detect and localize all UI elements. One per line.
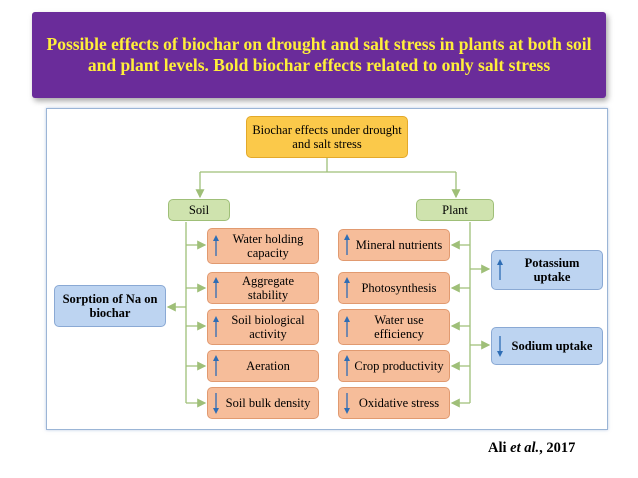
title-text: Possible effects of biochar on drought a… [46,34,592,75]
root-node: Biochar effects under drought and salt s… [246,116,408,158]
plant-item-label: Crop productivity [354,359,444,373]
soil-item-label: Aggregate stability [241,274,295,302]
arrow-down-icon [497,336,503,357]
root-label: Biochar effects under drought and salt s… [252,123,402,151]
soil-item-label: Soil bulk density [225,396,311,410]
citation-etal: et al. [510,440,540,456]
arrow-up-icon [497,259,503,280]
soil-item: Soil bulk density [207,387,319,419]
plant-item-label: Mineral nutrients [355,238,443,252]
soil-item-label: Soil biological activity [231,313,305,341]
sorption-node: Sorption of Na on biochar [54,285,166,327]
citation-year: , 2017 [539,440,576,456]
potassium-node: Potassium uptake [491,250,603,290]
arrow-up-icon [213,235,219,256]
soil-node: Soil [168,199,230,221]
soil-item-label: Aeration [246,359,290,373]
arrow-up-icon [344,355,350,376]
soil-item-label: Water holding capacity [232,232,304,260]
soil-item: Soil biological activity [207,309,319,345]
plant-item-label: Photosynthesis [361,281,437,295]
arrow-up-icon [213,316,219,337]
plant-item: Water use efficiency [338,309,450,345]
plant-node: Plant [416,199,494,221]
plant-item-label: Water use efficiency [374,313,424,341]
arrow-up-icon [344,234,350,255]
plant-item: Photosynthesis [338,272,450,304]
arrow-up-icon [344,316,350,337]
soil-item: Water holding capacity [207,228,319,264]
sodium-label: Sodium uptake [511,339,593,353]
plant-item-label: Oxidative stress [358,396,440,410]
arrow-up-icon [213,355,219,376]
title-banner: Possible effects of biochar on drought a… [32,12,606,98]
arrow-up-icon [344,277,350,298]
arrow-down-icon [213,393,219,414]
sodium-node: Sodium uptake [491,327,603,365]
soil-item: Aggregate stability [207,272,319,304]
citation-authors: Ali [488,440,507,456]
plant-label: Plant [442,203,468,217]
arrow-up-icon [213,277,219,298]
plant-item: Crop productivity [338,350,450,382]
sorption-label: Sorption of Na on biochar [62,292,158,320]
soil-item: Aeration [207,350,319,382]
plant-item: Oxidative stress [338,387,450,419]
potassium-label: Potassium uptake [524,256,580,284]
plant-item: Mineral nutrients [338,229,450,261]
citation: Ali et al., 2017 [488,440,575,457]
soil-label: Soil [188,203,210,217]
arrow-down-icon [344,393,350,414]
